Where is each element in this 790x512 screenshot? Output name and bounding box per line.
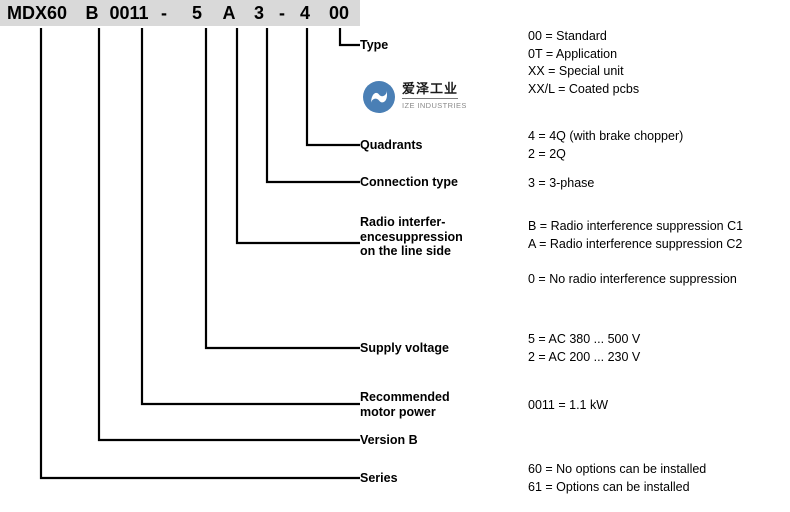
callout-label-radio-interference-suppression: Radio interfer- encesuppression on the l… [360, 215, 463, 258]
code-segment: 3 [253, 3, 264, 23]
callout-values-quadrants: 4 = 4Q (with brake chopper) 2 = 2Q [528, 129, 684, 161]
leader-path [140, 40, 360, 406]
callout-values-series: 60 = No options can be installed 61 = Op… [528, 462, 707, 494]
callout-label-supply-voltage: Supply voltage [360, 341, 449, 355]
logo-text: 爱泽工业 IZE INDUSTRIES [402, 80, 492, 111]
leader-path [97, 40, 360, 442]
leader-path [39, 40, 360, 480]
callout-values-type: 00 = Standard 0T = Application XX = Spec… [528, 29, 640, 96]
callout-label-type: Type [360, 38, 389, 52]
code-segment: - [279, 3, 285, 23]
logo-text-cn: 爱泽工业 [402, 81, 459, 99]
code-segment: 4 [299, 3, 310, 23]
logo: 爱泽工业 IZE INDUSTRIES [362, 78, 492, 116]
logo-text-en: IZE INDUSTRIES [402, 101, 467, 110]
code-segment: MDX60 [6, 3, 68, 23]
callout-values-radio-interference-suppression: B = Radio interference suppression C1 A … [528, 219, 744, 286]
callout-values-recommended-motor-power: 0011 = 1.1 kW [528, 398, 609, 412]
callout-label-recommended-motor-power: Recommended motor power [360, 390, 450, 419]
leader-path [204, 40, 360, 350]
callout-label-version-b: Version B [360, 433, 418, 447]
code-segment: A [222, 3, 236, 23]
callout-label-quadrants: Quadrants [360, 138, 423, 152]
callout-label-series: Series [360, 471, 398, 485]
ize-industries-logo-icon [363, 81, 395, 113]
code-segment: B [85, 3, 99, 23]
callout-values-supply-voltage: 5 = AC 380 ... 500 V 2 = AC 200 ... 230 … [528, 332, 641, 364]
callout-values-connection-type: 3 = 3-phase [528, 176, 595, 190]
leader-path [235, 40, 360, 245]
code-segment: - [161, 3, 167, 23]
code-segment: 00 [328, 3, 350, 23]
code-segment: 5 [191, 3, 202, 23]
code-segment: 0011 [109, 3, 149, 23]
leader-path [338, 40, 360, 47]
leader-path [305, 40, 360, 147]
leader-path [265, 40, 360, 184]
callout-label-connection-type: Connection type [360, 175, 458, 189]
